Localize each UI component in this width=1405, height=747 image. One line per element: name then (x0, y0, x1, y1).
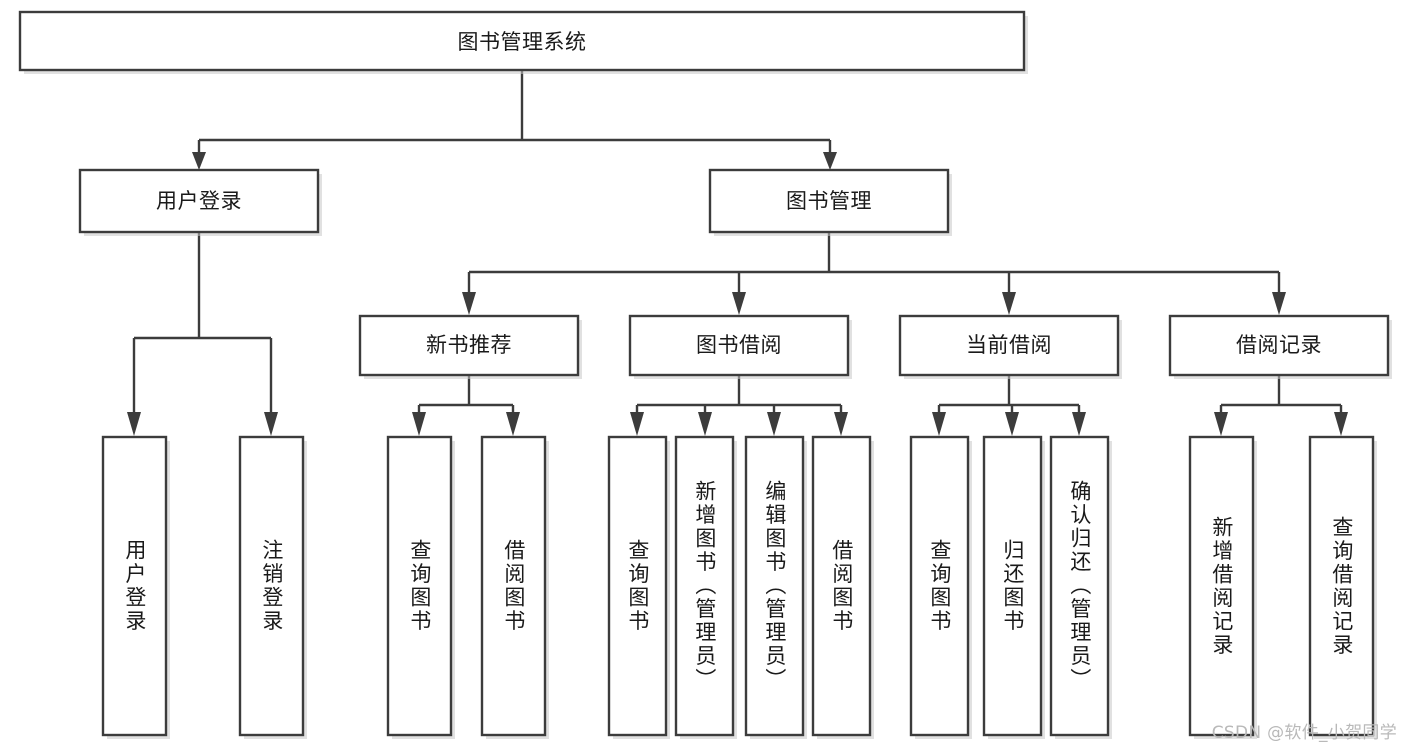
node-borrow-record-label: 借阅记录 (1236, 333, 1322, 357)
node-leaf-user-logout-box[interactable] (238, 435, 305, 737)
node-leaf-edit-book-admin[interactable] (744, 435, 807, 739)
arrowhead-leaf-user-logout (264, 412, 278, 436)
node-borrow-record[interactable]: 借阅记录 (1168, 314, 1392, 379)
arrowhead-leaf-confirm-return-admin (1072, 412, 1086, 436)
arrowhead-leaf-return-book (1005, 412, 1019, 436)
node-book-manage[interactable]: 图书管理 (708, 168, 952, 236)
node-current-borrow-box[interactable] (898, 314, 1120, 377)
node-new-book-recommend-label: 新书推荐 (426, 333, 512, 357)
node-leaf-borrow-book[interactable] (811, 435, 874, 739)
arrowhead-book-borrow (732, 292, 746, 315)
node-book-borrow[interactable]: 图书借阅 (628, 314, 852, 379)
node-user-login-label: 用户登录 (156, 189, 242, 213)
node-root-label: 图书管理系统 (458, 30, 587, 54)
arrowhead-leaf-query-borrow-record (1334, 412, 1348, 436)
node-leaf-user-login-box[interactable] (101, 435, 168, 737)
arrowhead-leaf-query-book-cur (932, 412, 946, 436)
arrowhead-user-login (192, 152, 206, 170)
arrowhead-leaf-borrow-book-rec (506, 412, 520, 436)
node-leaf-add-book-admin-box[interactable] (674, 435, 735, 737)
node-layer: 图书管理系统 用户登录 图书管理 新书推荐 (18, 10, 1392, 739)
node-leaf-query-book-cur[interactable] (909, 435, 972, 739)
arrowhead-borrow-record (1272, 292, 1286, 315)
node-book-manage-label: 图书管理 (786, 189, 872, 213)
node-leaf-query-book-borrow-box[interactable] (607, 435, 668, 737)
node-leaf-query-book-cur-box[interactable] (909, 435, 970, 737)
node-leaf-user-login[interactable] (101, 435, 170, 739)
arrowhead-new-book-recommend (462, 292, 476, 315)
arrowhead-leaf-add-borrow-record (1214, 412, 1228, 436)
node-leaf-add-borrow-record-box[interactable] (1188, 435, 1255, 737)
node-current-borrow-label: 当前借阅 (966, 333, 1052, 357)
csdn-watermark: CSDN @软件_小贺同学 (1211, 723, 1397, 743)
node-book-manage-box[interactable] (708, 168, 950, 234)
node-leaf-query-book-rec[interactable] (386, 435, 455, 739)
node-leaf-add-borrow-record[interactable] (1188, 435, 1257, 739)
node-leaf-user-logout[interactable] (238, 435, 307, 739)
node-new-book-recommend-box[interactable] (358, 314, 580, 377)
connector-layer (127, 70, 1348, 436)
node-current-borrow[interactable]: 当前借阅 (898, 314, 1122, 379)
node-leaf-confirm-return-admin-box[interactable] (1049, 435, 1110, 737)
arrowhead-book-manage (823, 152, 837, 170)
arrowhead-leaf-borrow-book (834, 412, 848, 436)
node-new-book-recommend[interactable]: 新书推荐 (358, 314, 582, 379)
node-leaf-borrow-book-box[interactable] (811, 435, 872, 737)
node-user-login[interactable]: 用户登录 (78, 168, 322, 236)
node-leaf-query-borrow-record-box[interactable] (1308, 435, 1375, 737)
node-leaf-query-book-borrow[interactable] (607, 435, 670, 739)
node-book-borrow-label: 图书借阅 (696, 333, 782, 357)
arrowhead-current-borrow (1002, 292, 1016, 315)
node-leaf-borrow-book-rec-box[interactable] (480, 435, 547, 737)
node-leaf-confirm-return-admin[interactable] (1049, 435, 1112, 739)
node-leaf-query-book-rec-box[interactable] (386, 435, 453, 737)
arrowhead-leaf-query-book-borrow (630, 412, 644, 436)
node-leaf-borrow-book-rec[interactable] (480, 435, 549, 739)
node-leaf-query-borrow-record[interactable] (1308, 435, 1377, 739)
arrowhead-leaf-edit-book-admin (767, 412, 781, 436)
node-leaf-add-book-admin[interactable] (674, 435, 737, 739)
arrowhead-leaf-user-login (127, 412, 141, 436)
arrowhead-leaf-add-book-admin (698, 412, 712, 436)
node-leaf-edit-book-admin-box[interactable] (744, 435, 805, 737)
node-book-borrow-box[interactable] (628, 314, 850, 377)
node-borrow-record-box[interactable] (1168, 314, 1390, 377)
node-root[interactable]: 图书管理系统 (18, 10, 1028, 74)
node-user-login-box[interactable] (78, 168, 320, 234)
node-root-box[interactable] (18, 10, 1026, 72)
node-leaf-return-book[interactable] (982, 435, 1045, 739)
node-leaf-return-book-box[interactable] (982, 435, 1043, 737)
arrowhead-leaf-query-book-rec (412, 412, 426, 436)
